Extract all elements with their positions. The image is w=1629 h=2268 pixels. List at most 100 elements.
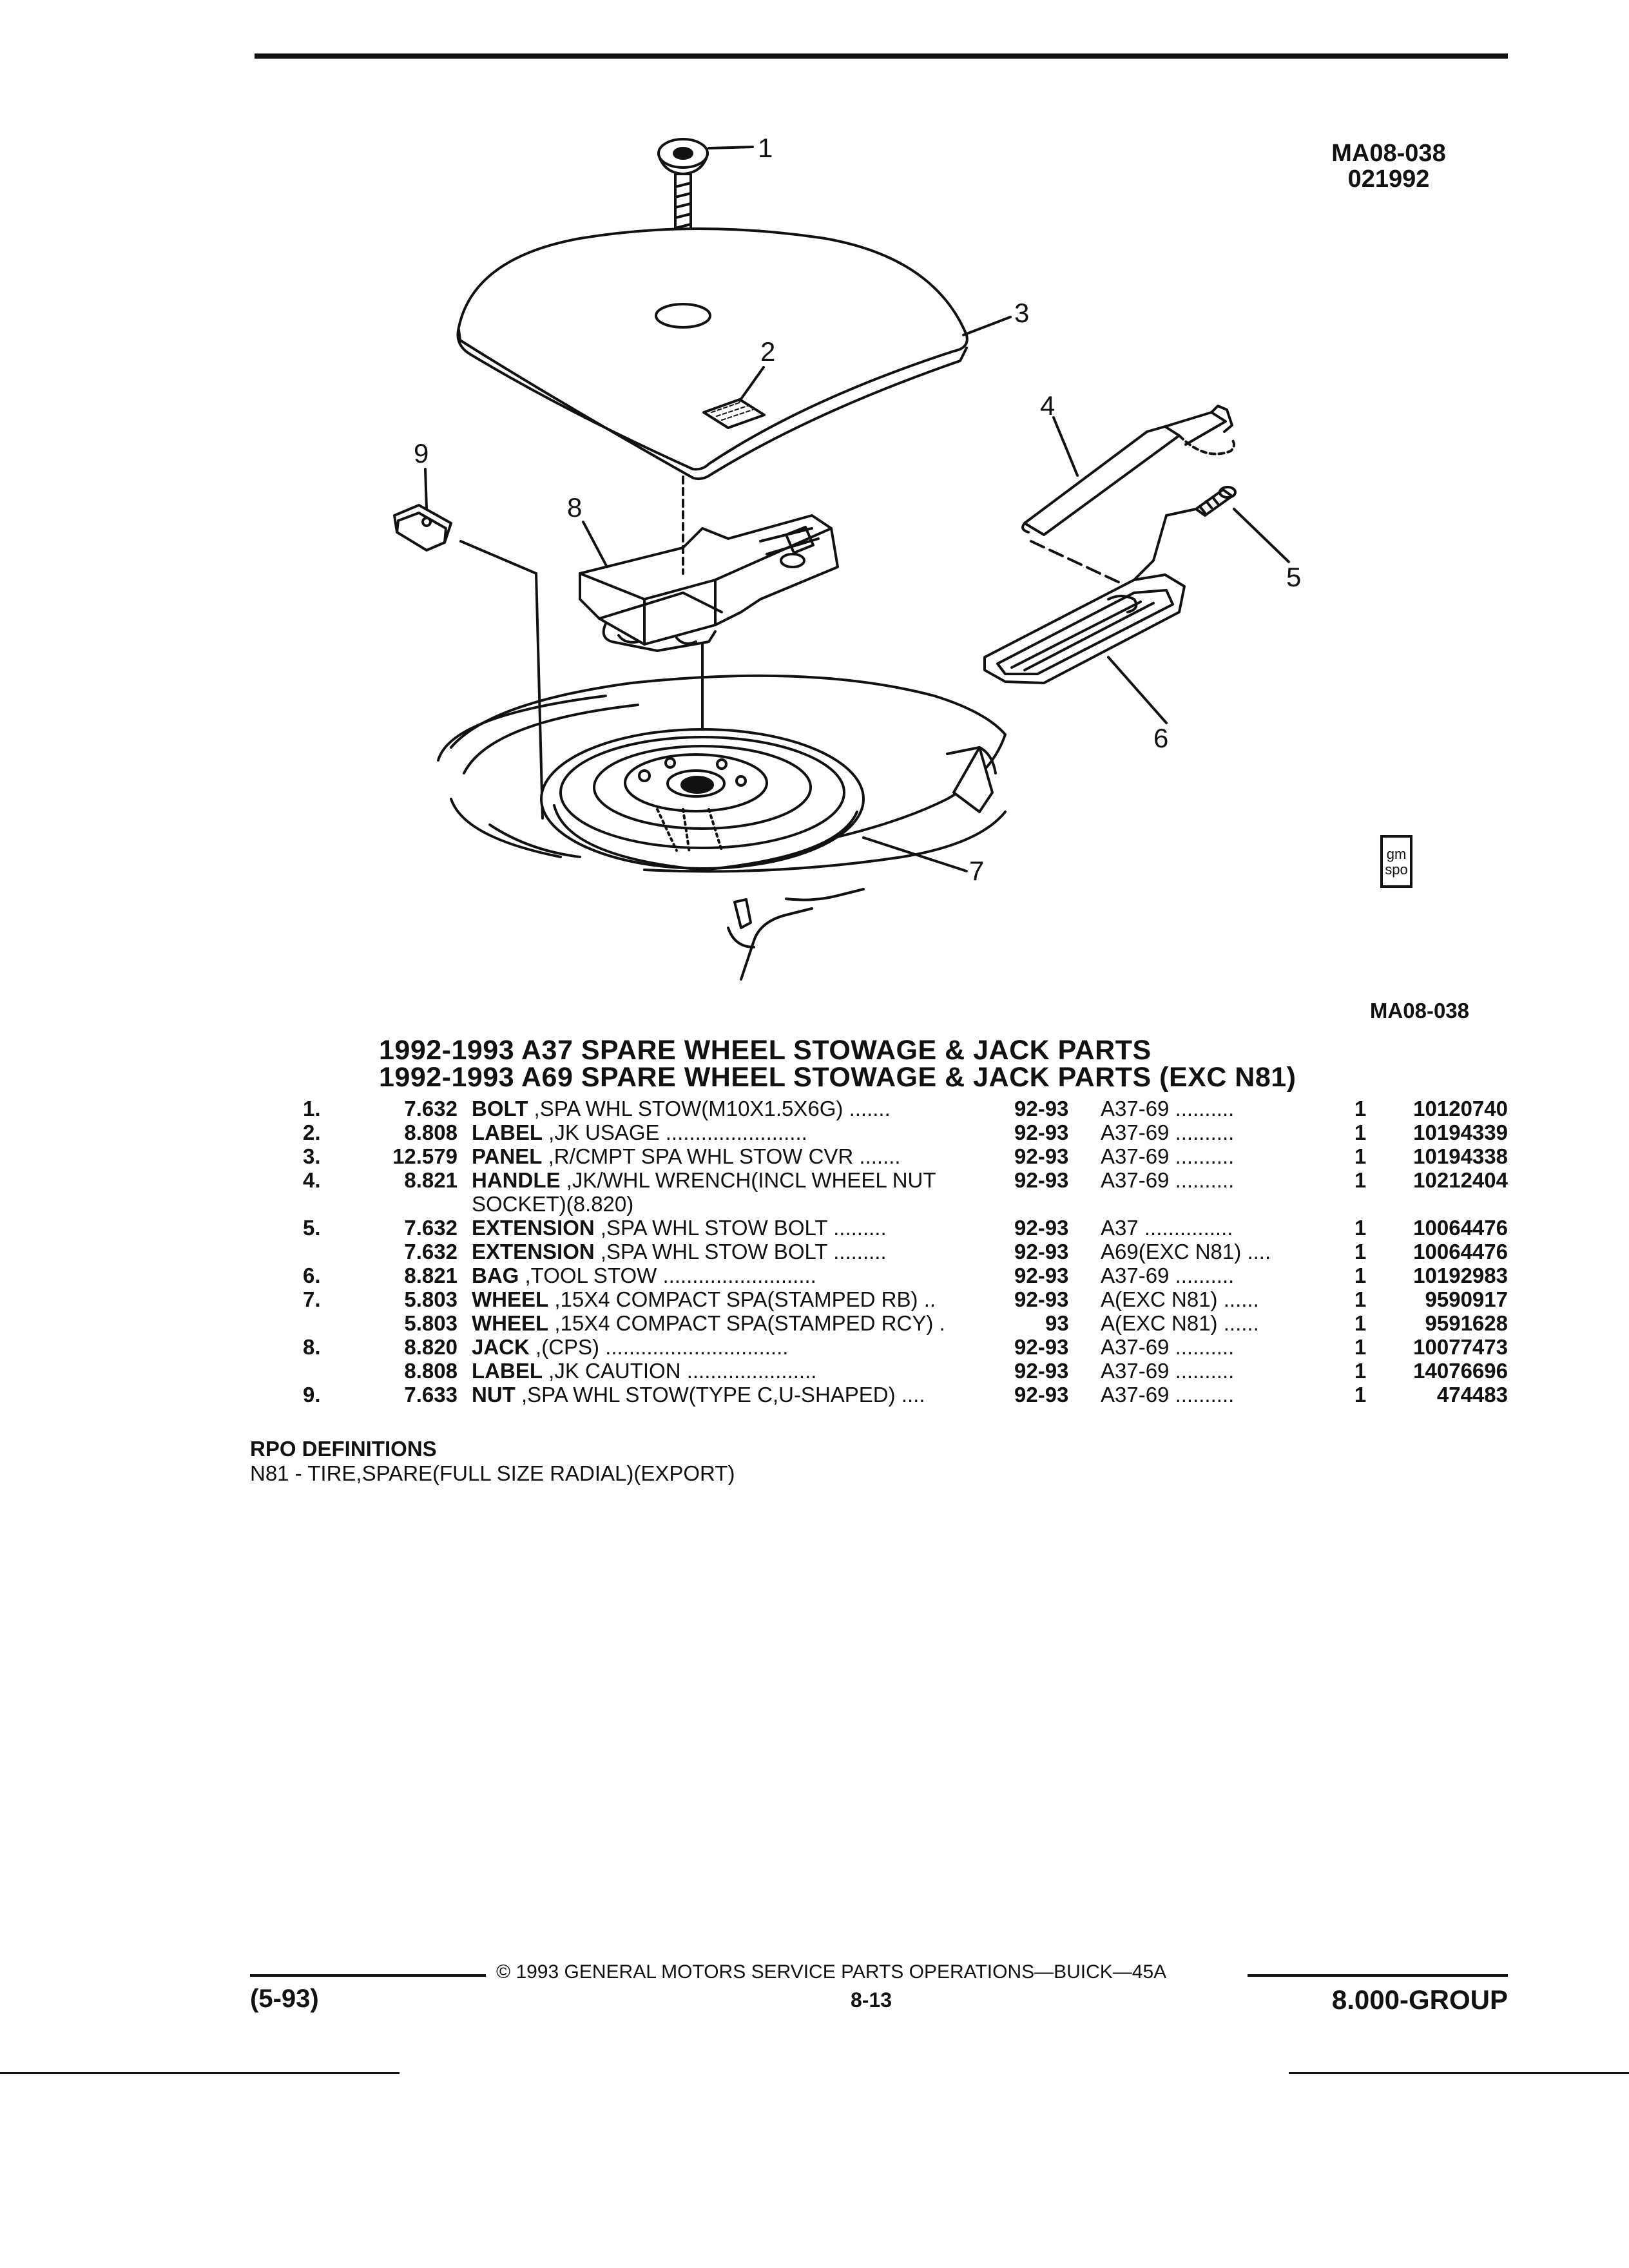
- item-number: 4.: [303, 1168, 321, 1192]
- part-description: WHEEL ,15X4 COMPACT SPA(STAMPED RB) ..: [472, 1287, 936, 1312]
- part-8-jack: [579, 476, 839, 781]
- illustration-date: 021992: [1347, 166, 1430, 193]
- years: 92-93: [1014, 1240, 1069, 1264]
- model-dots: ..........: [1175, 1264, 1235, 1287]
- badge-line-1: gm: [1386, 846, 1407, 862]
- leader-dots: .........: [833, 1216, 887, 1240]
- model-text: A37-69: [1101, 1168, 1170, 1192]
- model-usage: A37-69 ..........: [1101, 1168, 1234, 1193]
- callout-1: 1: [758, 133, 773, 163]
- item-number: 1.: [303, 1097, 321, 1120]
- item-number: 9.: [303, 1383, 321, 1407]
- model-text: A37-69: [1101, 1383, 1170, 1407]
- model-dots: ..........: [1175, 1359, 1235, 1383]
- model-text: A37: [1101, 1216, 1139, 1240]
- quantity: 1: [1354, 1335, 1367, 1359]
- model-dots: ..........: [1175, 1097, 1235, 1120]
- model-dots: ..........: [1175, 1383, 1235, 1407]
- years: 92-93: [1014, 1120, 1069, 1144]
- model-usage: A37-69 ..........: [1101, 1264, 1234, 1288]
- quantity: 1: [1354, 1264, 1367, 1287]
- model-text: A37-69: [1101, 1335, 1170, 1359]
- illustration-code: MA08-038 021992: [1295, 140, 1482, 192]
- part-desc-text: ,R/CMPT SPA WHL STOW CVR: [548, 1144, 854, 1168]
- years: 93: [1045, 1311, 1069, 1335]
- part-desc-text: ,JK USAGE: [548, 1120, 660, 1144]
- part-name: BOLT: [472, 1097, 528, 1120]
- part-description: JACK ,(CPS) ............................…: [472, 1335, 788, 1360]
- figure-number: 7.632: [404, 1240, 458, 1264]
- part-desc-text: ,15X4 COMPACT SPA(STAMPED RCY): [554, 1311, 934, 1335]
- model-dots: ..........: [1175, 1335, 1235, 1359]
- rpo-heading: RPO DEFINITIONS: [250, 1437, 437, 1461]
- figure-number: 7.632: [404, 1216, 458, 1240]
- quantity: 1: [1354, 1287, 1367, 1311]
- model-text: A37-69: [1101, 1264, 1170, 1287]
- model-text: A37-69: [1101, 1144, 1170, 1168]
- footer-group: 8.000-GROUP: [1331, 1984, 1508, 2015]
- item-number: 7.: [303, 1287, 321, 1311]
- leader-dots: ...............................: [605, 1335, 789, 1359]
- years: 92-93: [1014, 1144, 1069, 1168]
- part-name: LABEL: [472, 1120, 543, 1144]
- quantity: 1: [1354, 1359, 1367, 1383]
- model-usage: A37-69 ..........: [1101, 1120, 1234, 1145]
- leader-dots: ..: [923, 1287, 936, 1311]
- part-number: 474483: [1436, 1383, 1508, 1407]
- years: 92-93: [1014, 1359, 1069, 1383]
- model-usage: A69(EXC N81) ....: [1101, 1240, 1271, 1264]
- part-name: NUT: [472, 1383, 516, 1407]
- part-number: 10212404: [1413, 1168, 1508, 1192]
- figure-number: 8.808: [404, 1120, 458, 1144]
- exploded-parts-diagram: 1 2 3 4 5 6 7 8 9: [393, 133, 1301, 981]
- part-description: BOLT ,SPA WHL STOW(M10X1.5X6G) .......: [472, 1097, 891, 1121]
- part-desc-text: ,15X4 COMPACT SPA(STAMPED RB): [554, 1287, 918, 1311]
- part-description: EXTENSION ,SPA WHL STOW BOLT .........: [472, 1216, 887, 1240]
- part-desc-text: ,JK/WHL WRENCH(INCL WHEEL NUT: [566, 1168, 936, 1192]
- top-rule: [255, 53, 1508, 59]
- part-number: 10192983: [1413, 1264, 1508, 1287]
- part-2-label: [702, 366, 766, 429]
- part-desc-text: ,TOOL STOW: [525, 1264, 657, 1287]
- model-text: A(EXC N81): [1101, 1311, 1218, 1335]
- part-4-handle: [1021, 405, 1235, 588]
- part-desc-text: ,SPA WHL STOW BOLT: [600, 1216, 827, 1240]
- part-name: BAG: [472, 1264, 519, 1287]
- part-name: LABEL: [472, 1359, 543, 1383]
- part-desc-text: ,SPA WHL STOW(M10X1.5X6G): [534, 1097, 843, 1120]
- model-usage: A37-69 ..........: [1101, 1144, 1234, 1169]
- part-6-bag: [983, 573, 1186, 724]
- item-number: 8.: [303, 1335, 321, 1359]
- years: 92-93: [1014, 1216, 1069, 1240]
- figure-number: 12.579: [392, 1144, 458, 1168]
- part-3-panel: [456, 227, 1012, 481]
- figure-number: 8.821: [404, 1264, 458, 1287]
- quantity: 1: [1354, 1216, 1367, 1240]
- part-description: LABEL ,JK CAUTION ......................: [472, 1359, 816, 1383]
- model-dots: ......: [1223, 1311, 1259, 1335]
- rpo-definition: N81 - TIRE,SPARE(FULL SIZE RADIAL)(EXPOR…: [250, 1461, 735, 1485]
- leader-dots: .......: [849, 1097, 891, 1120]
- part-name: EXTENSION: [472, 1240, 595, 1264]
- model-dots: ...............: [1144, 1216, 1233, 1240]
- leader-dots: .: [939, 1311, 945, 1335]
- callout-4: 4: [1040, 390, 1055, 421]
- quantity: 1: [1354, 1240, 1367, 1264]
- model-usage: A37-69 ..........: [1101, 1335, 1234, 1360]
- model-dots: ......: [1223, 1287, 1259, 1311]
- years: 92-93: [1014, 1097, 1069, 1120]
- part-9-nut: [393, 468, 544, 820]
- model-text: A37-69: [1101, 1120, 1170, 1144]
- part-number: 14076696: [1413, 1359, 1508, 1383]
- figure-number: 7.632: [404, 1097, 458, 1120]
- quantity: 1: [1354, 1120, 1367, 1144]
- figure-number: 8.820: [404, 1335, 458, 1359]
- part-number: 10194339: [1413, 1120, 1508, 1144]
- figure-number: 8.808: [404, 1359, 458, 1383]
- years: 92-93: [1014, 1383, 1069, 1407]
- part-desc-text: ,(CPS): [535, 1335, 600, 1359]
- part-5-extension: [1133, 486, 1290, 581]
- quantity: 1: [1354, 1311, 1367, 1335]
- item-number: 5.: [303, 1216, 321, 1240]
- figure-number: 7.633: [404, 1383, 458, 1407]
